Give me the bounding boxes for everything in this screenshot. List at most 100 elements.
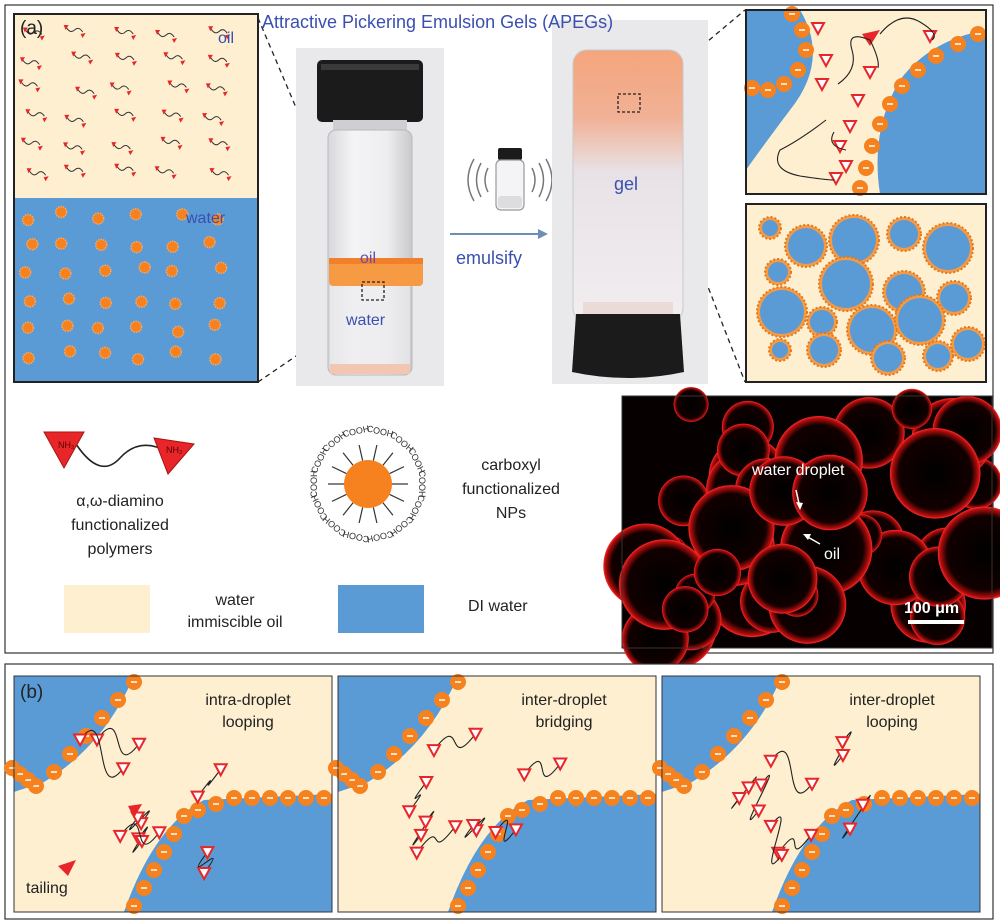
interface-nanoparticle — [94, 710, 110, 726]
svg-text:NH₂: NH₂ — [58, 440, 75, 450]
polymer-end — [803, 828, 819, 843]
interface-nanoparticle — [500, 808, 516, 824]
interface-nanoparticle — [208, 796, 224, 812]
polymer-end — [413, 828, 429, 843]
polymer-end — [417, 815, 434, 830]
micrograph-droplet — [673, 386, 709, 422]
micrograph-droplet — [661, 586, 709, 633]
interface-nanoparticle — [450, 898, 466, 914]
oil-swatch-text: water immiscible oil — [160, 590, 310, 634]
interface-nanoparticle — [694, 764, 710, 780]
oil-polymer — [160, 136, 183, 150]
vial-photo-before — [296, 48, 444, 386]
interface-nanoparticle — [824, 808, 840, 824]
polymer-end — [465, 819, 482, 834]
interface-nanoparticle — [386, 746, 402, 762]
interface-nanoparticle — [882, 96, 898, 112]
tailing-label: tailing — [26, 880, 68, 897]
interface-nanoparticle — [726, 728, 742, 744]
interface-nanoparticle — [758, 692, 774, 708]
polymer-end — [763, 819, 779, 834]
oil-swatch-line-2: immiscible oil — [187, 614, 283, 631]
interface-nanoparticle — [166, 826, 182, 842]
polymer-end — [750, 804, 767, 819]
emulsify-arrow-icon — [450, 229, 548, 239]
oil-polymer — [167, 80, 190, 94]
polymer-end — [72, 733, 88, 748]
np-interface-band — [329, 258, 423, 286]
polymer-legend-text: α,ω-diamino functionalized polymers — [40, 490, 200, 562]
interface-nanoparticle — [910, 790, 926, 806]
interface-nanoparticle — [814, 826, 830, 842]
polymer-end — [763, 754, 779, 769]
polymer-end — [426, 744, 442, 759]
water-nanoparticle — [169, 345, 183, 358]
oil-polymer — [75, 86, 98, 100]
subpanel-1-title: intra-droplet looping — [188, 690, 308, 734]
interface-nanoparticle — [126, 898, 142, 914]
interface-nanoparticle — [146, 862, 162, 878]
interface-nanoparticle — [46, 764, 62, 780]
emulsion-droplet — [828, 214, 880, 266]
water-nanoparticle — [175, 208, 189, 221]
emulsion-droplet — [758, 216, 782, 240]
interface-nanoparticle — [418, 710, 434, 726]
oil-polymer — [208, 26, 231, 40]
np-legend-line-2: functionalized — [462, 481, 560, 498]
polymer-end — [838, 160, 854, 175]
emulsion-droplet — [894, 294, 946, 346]
polymer-end — [862, 66, 878, 81]
interface-nanoparticle — [280, 790, 296, 806]
water-nanoparticle — [166, 240, 179, 254]
oil-polymer — [163, 52, 186, 66]
interface-nanoparticle — [776, 76, 792, 92]
interface-nanoparticle — [910, 62, 926, 78]
micrograph-droplet — [747, 543, 818, 614]
water-nanoparticle — [26, 237, 39, 251]
vial-cap — [572, 314, 684, 378]
water-nanoparticle — [165, 264, 179, 278]
oil-polymer — [154, 166, 177, 180]
subpanel-2 — [328, 674, 657, 914]
interface-nanoparticle — [126, 674, 142, 690]
interface-nanoparticle — [190, 802, 206, 818]
emulsion-droplet — [936, 280, 972, 316]
interface-nanoparticle — [226, 790, 242, 806]
polymer-end — [834, 736, 851, 751]
shaking-vial-icon — [467, 148, 553, 211]
interface-nanoparticle — [892, 790, 908, 806]
polymer-end — [814, 78, 830, 93]
oil-polymer — [114, 27, 137, 41]
polymer-chain — [749, 775, 771, 820]
subpanel-1-title-line-1: intra-droplet — [205, 692, 291, 709]
droplet-network — [745, 203, 987, 383]
interface-nanoparticle — [550, 790, 566, 806]
water-nanoparticle — [138, 261, 151, 274]
panel-b — [4, 663, 994, 920]
polymer-end — [115, 762, 131, 777]
interface-nanoparticle — [298, 790, 314, 806]
oil-polymer — [114, 52, 137, 66]
polymer-chain — [495, 819, 517, 842]
oil-polymer — [63, 24, 86, 38]
polymer-end — [447, 820, 464, 835]
interface-nanoparticle — [370, 764, 386, 780]
polymer-legend-line-2: functionalized — [71, 517, 169, 534]
subpanel-1-title-line-2: looping — [222, 714, 274, 731]
emulsion-droplet — [870, 340, 906, 376]
emulsion-droplet — [922, 222, 974, 274]
interface-nanoparticle — [622, 790, 638, 806]
emulsion-droplet — [806, 306, 838, 338]
svg-text:COOH: COOH — [309, 471, 319, 498]
oil-polymer — [64, 114, 87, 128]
interface-nanoparticle — [894, 78, 910, 94]
polymer-chain — [119, 823, 160, 845]
polymer-chain — [777, 834, 812, 854]
water-label: water — [186, 210, 226, 227]
oil-polymer — [111, 142, 134, 156]
polymer-end — [842, 822, 858, 837]
subpanel-1 — [4, 674, 333, 914]
np-legend-line-1: carboxyl — [481, 457, 541, 474]
oil-polymer — [19, 57, 42, 71]
interface-nanoparticle — [568, 790, 584, 806]
